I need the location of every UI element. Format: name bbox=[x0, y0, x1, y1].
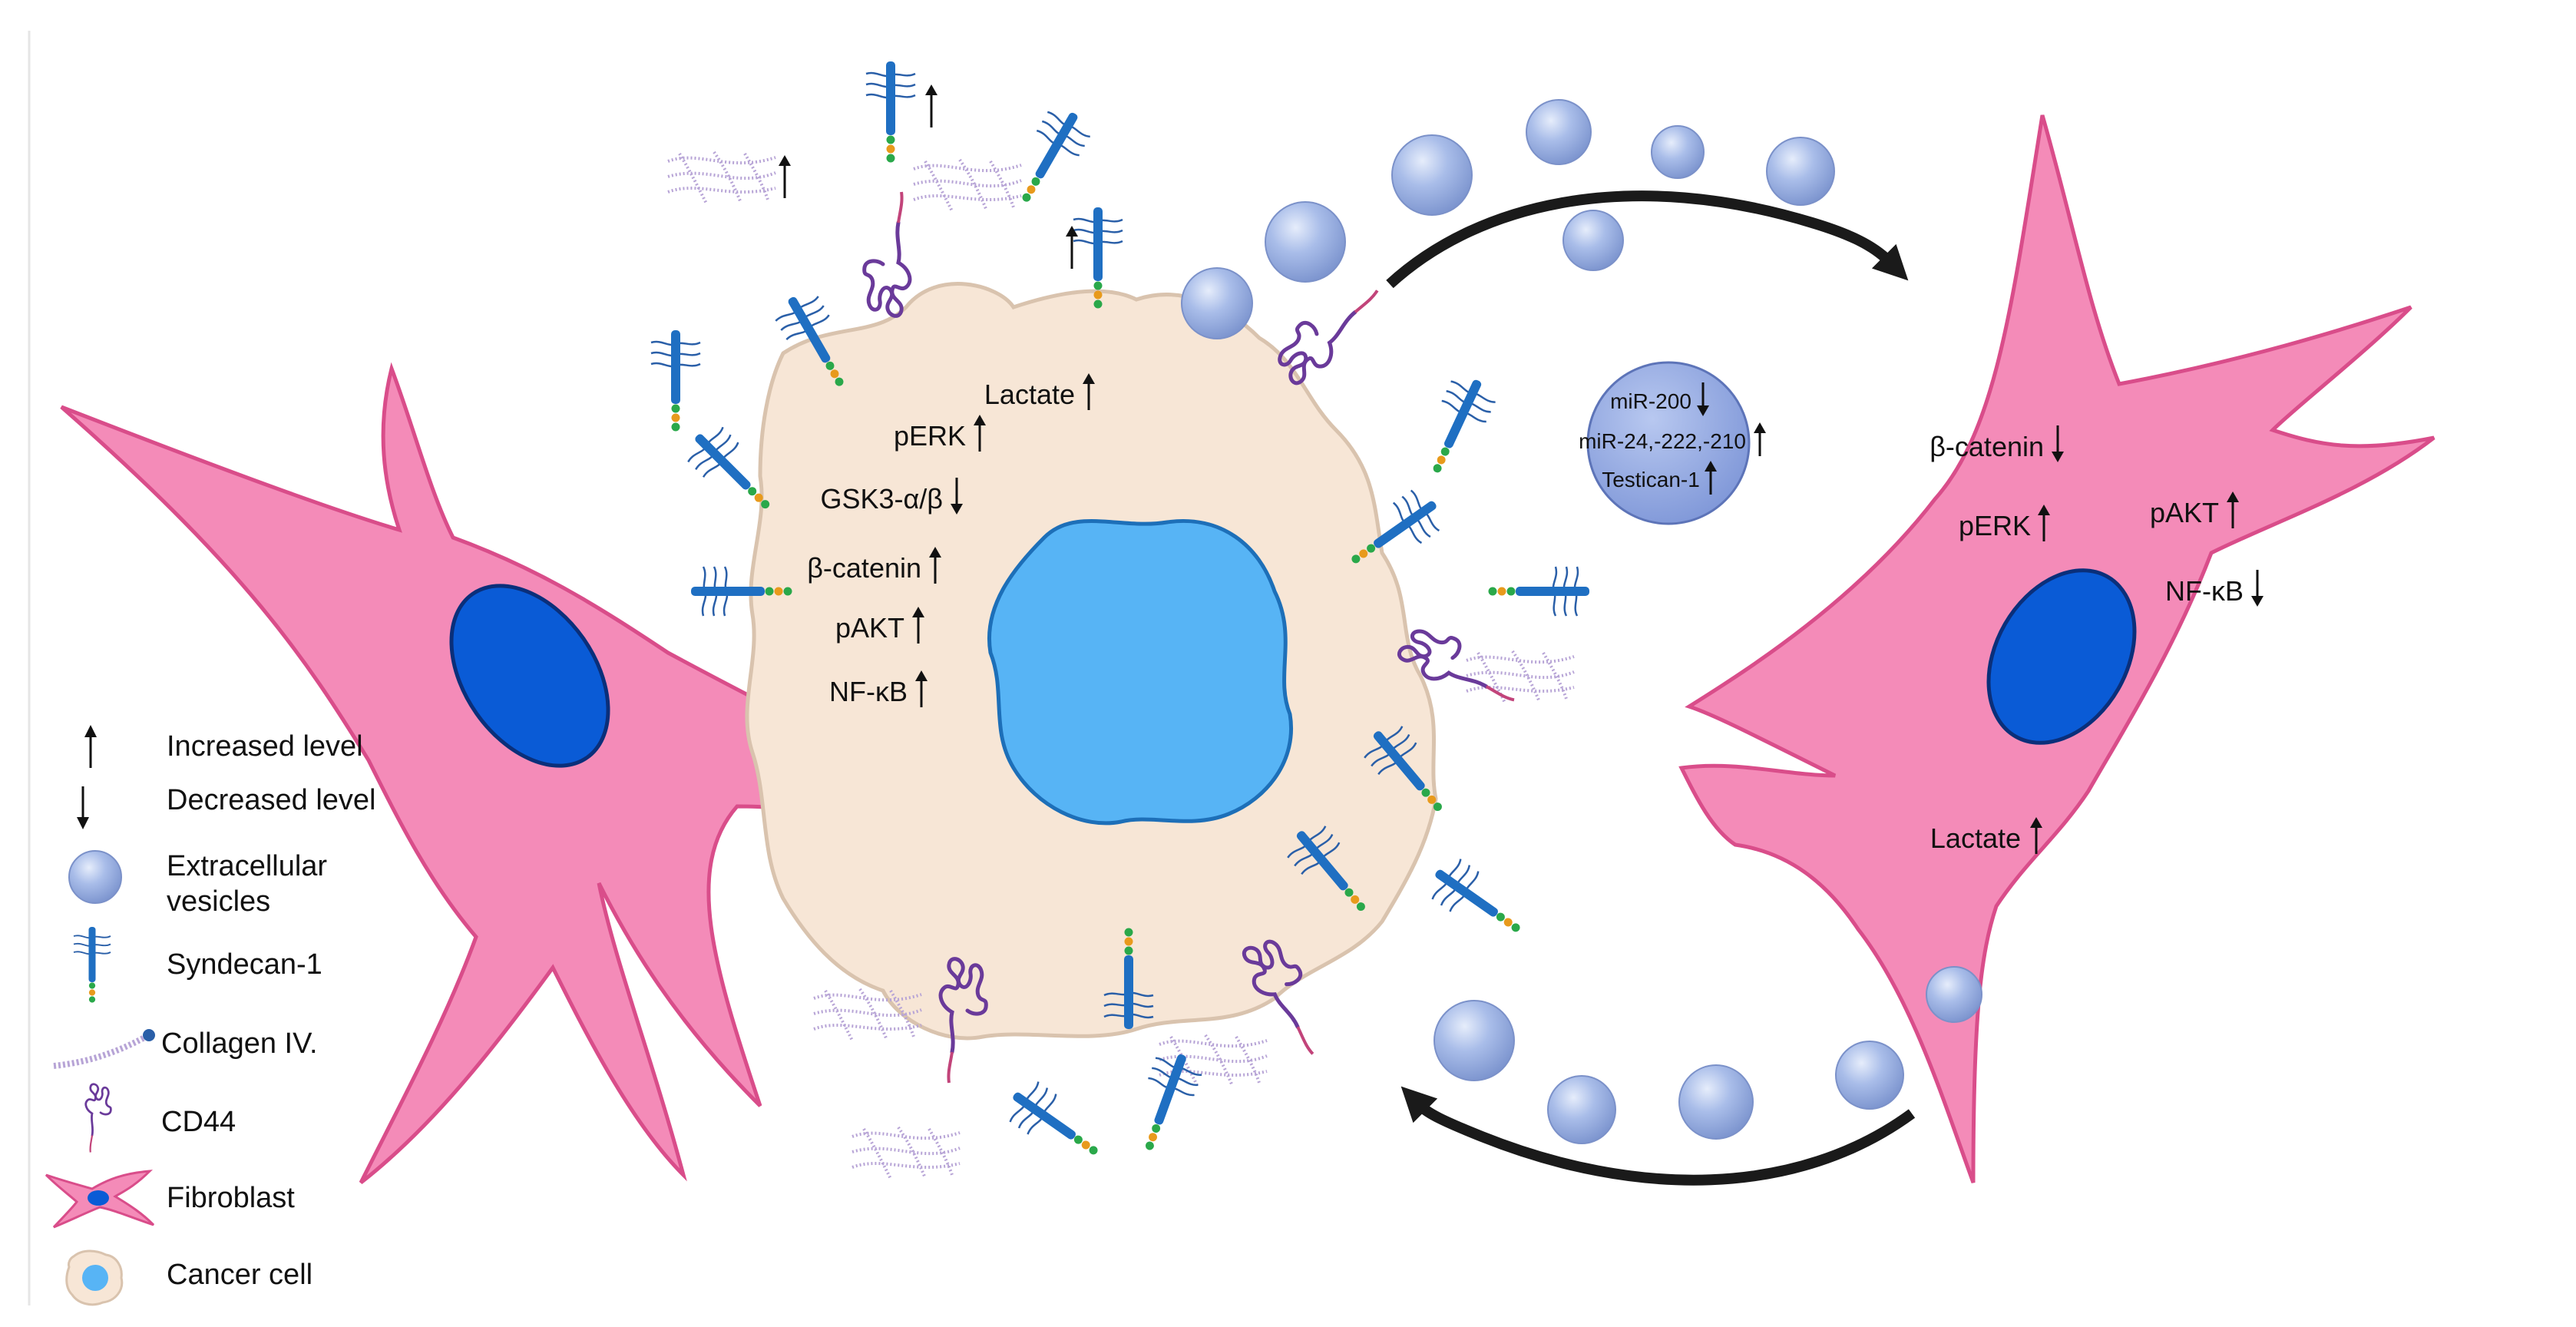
cargo-item-label: miR-24,-222,-210 bbox=[1579, 429, 1746, 453]
legend-ev-label-line1: Extracellular bbox=[167, 850, 327, 882]
legend-cancer-label: Cancer cell bbox=[167, 1259, 312, 1291]
fibroblast-marker-label: pAKT bbox=[2150, 497, 2219, 528]
extracellular-vesicles bbox=[1181, 99, 1982, 1144]
legend-syndecan: Syndecan-1 bbox=[73, 926, 322, 1004]
syndecan-icon bbox=[73, 926, 111, 1004]
up-arrow-icon bbox=[2030, 817, 2042, 854]
arrow-fibroblast-to-cancer bbox=[1400, 1086, 1916, 1186]
cancer-cell-markers: Lactate pERK GSK3-α/β β-catenin pAKT NF-κB bbox=[807, 373, 1095, 707]
up-arrow-icon bbox=[929, 547, 941, 584]
legend-collagen: Collagen IV. bbox=[53, 1028, 318, 1069]
legend-cd44-label: CD44 bbox=[161, 1106, 236, 1138]
legend-increased: Increased level bbox=[84, 725, 363, 768]
legend-decreased: Decreased level bbox=[77, 784, 375, 829]
legend-cancer-cell: Cancer cell bbox=[65, 1249, 312, 1306]
legend-extracellular-vesicles: Extracellular vesicles bbox=[68, 850, 327, 918]
legend-cd44: CD44 bbox=[84, 1083, 236, 1153]
cancer-marker-label: pAKT bbox=[835, 612, 904, 644]
up-arrow-icon bbox=[925, 84, 937, 127]
cd44-icon bbox=[84, 1083, 112, 1153]
legend-decreased-label: Decreased level bbox=[167, 784, 375, 816]
cancer-marker-label: pERK bbox=[894, 420, 966, 452]
legend-increased-label: Increased level bbox=[167, 730, 363, 763]
fibroblast-marker-label: pERK bbox=[1959, 510, 2031, 541]
cancer-marker-label: β-catenin bbox=[807, 552, 921, 584]
cancer-marker-label: Lactate bbox=[984, 379, 1075, 410]
fibroblast-marker-label: β-catenin bbox=[1930, 431, 2044, 462]
arrow-cancer-to-fibroblast bbox=[1386, 190, 1909, 289]
down-arrow-icon bbox=[1697, 382, 1709, 416]
cargo-item-label: miR-200 bbox=[1610, 389, 1691, 413]
up-arrow-icon bbox=[974, 415, 986, 452]
legend-fibroblast-label: Fibroblast bbox=[167, 1182, 295, 1214]
fibroblast-marker-label: NF-κB bbox=[2165, 575, 2244, 607]
up-arrow-icon bbox=[2227, 491, 2239, 528]
legend-collagen-label: Collagen IV. bbox=[161, 1028, 318, 1060]
up-arrow-icon bbox=[1705, 461, 1717, 495]
down-arrow-icon bbox=[2052, 425, 2064, 462]
legend: Increased level Decreased level Extracel… bbox=[45, 725, 375, 1306]
right-fibroblast bbox=[1678, 114, 2435, 1183]
left-fibroblast-nucleus bbox=[449, 584, 610, 768]
cargo-item-label: Testican-1 bbox=[1602, 468, 1700, 491]
up-arrow-icon bbox=[779, 155, 791, 198]
vesicle-icon bbox=[68, 850, 122, 904]
fibroblast-marker-label: Lactate bbox=[1930, 822, 2021, 854]
up-arrow-icon bbox=[1066, 226, 1078, 269]
cancer-marker-label: NF-κB bbox=[829, 676, 908, 707]
up-arrow-icon bbox=[912, 607, 924, 644]
up-arrow-icon bbox=[2038, 505, 2050, 541]
up-arrow-icon bbox=[1754, 422, 1766, 456]
legend-ev-label-line2: vesicles bbox=[167, 885, 270, 918]
up-arrow-icon bbox=[1083, 373, 1095, 410]
cancer-cell-nucleus bbox=[987, 518, 1293, 826]
cancer-marker-label: GSK3-α/β bbox=[820, 483, 943, 515]
legend-fibroblast: Fibroblast bbox=[45, 1170, 295, 1229]
right-fibroblast-nucleus bbox=[1986, 568, 2137, 745]
cancer-cell bbox=[745, 282, 1438, 1041]
ecm-change-arrows bbox=[779, 84, 1078, 269]
fibroblast-markers: β-catenin pERK pAKT NF-κB Lactate bbox=[1930, 425, 2264, 854]
collagen-icon bbox=[53, 1034, 147, 1069]
down-arrow-icon bbox=[951, 478, 963, 515]
left-fibroblast bbox=[60, 362, 1030, 1184]
up-arrow-icon bbox=[915, 670, 928, 707]
legend-syndecan-label: Syndecan-1 bbox=[167, 948, 322, 981]
down-arrow-icon bbox=[2251, 570, 2264, 607]
